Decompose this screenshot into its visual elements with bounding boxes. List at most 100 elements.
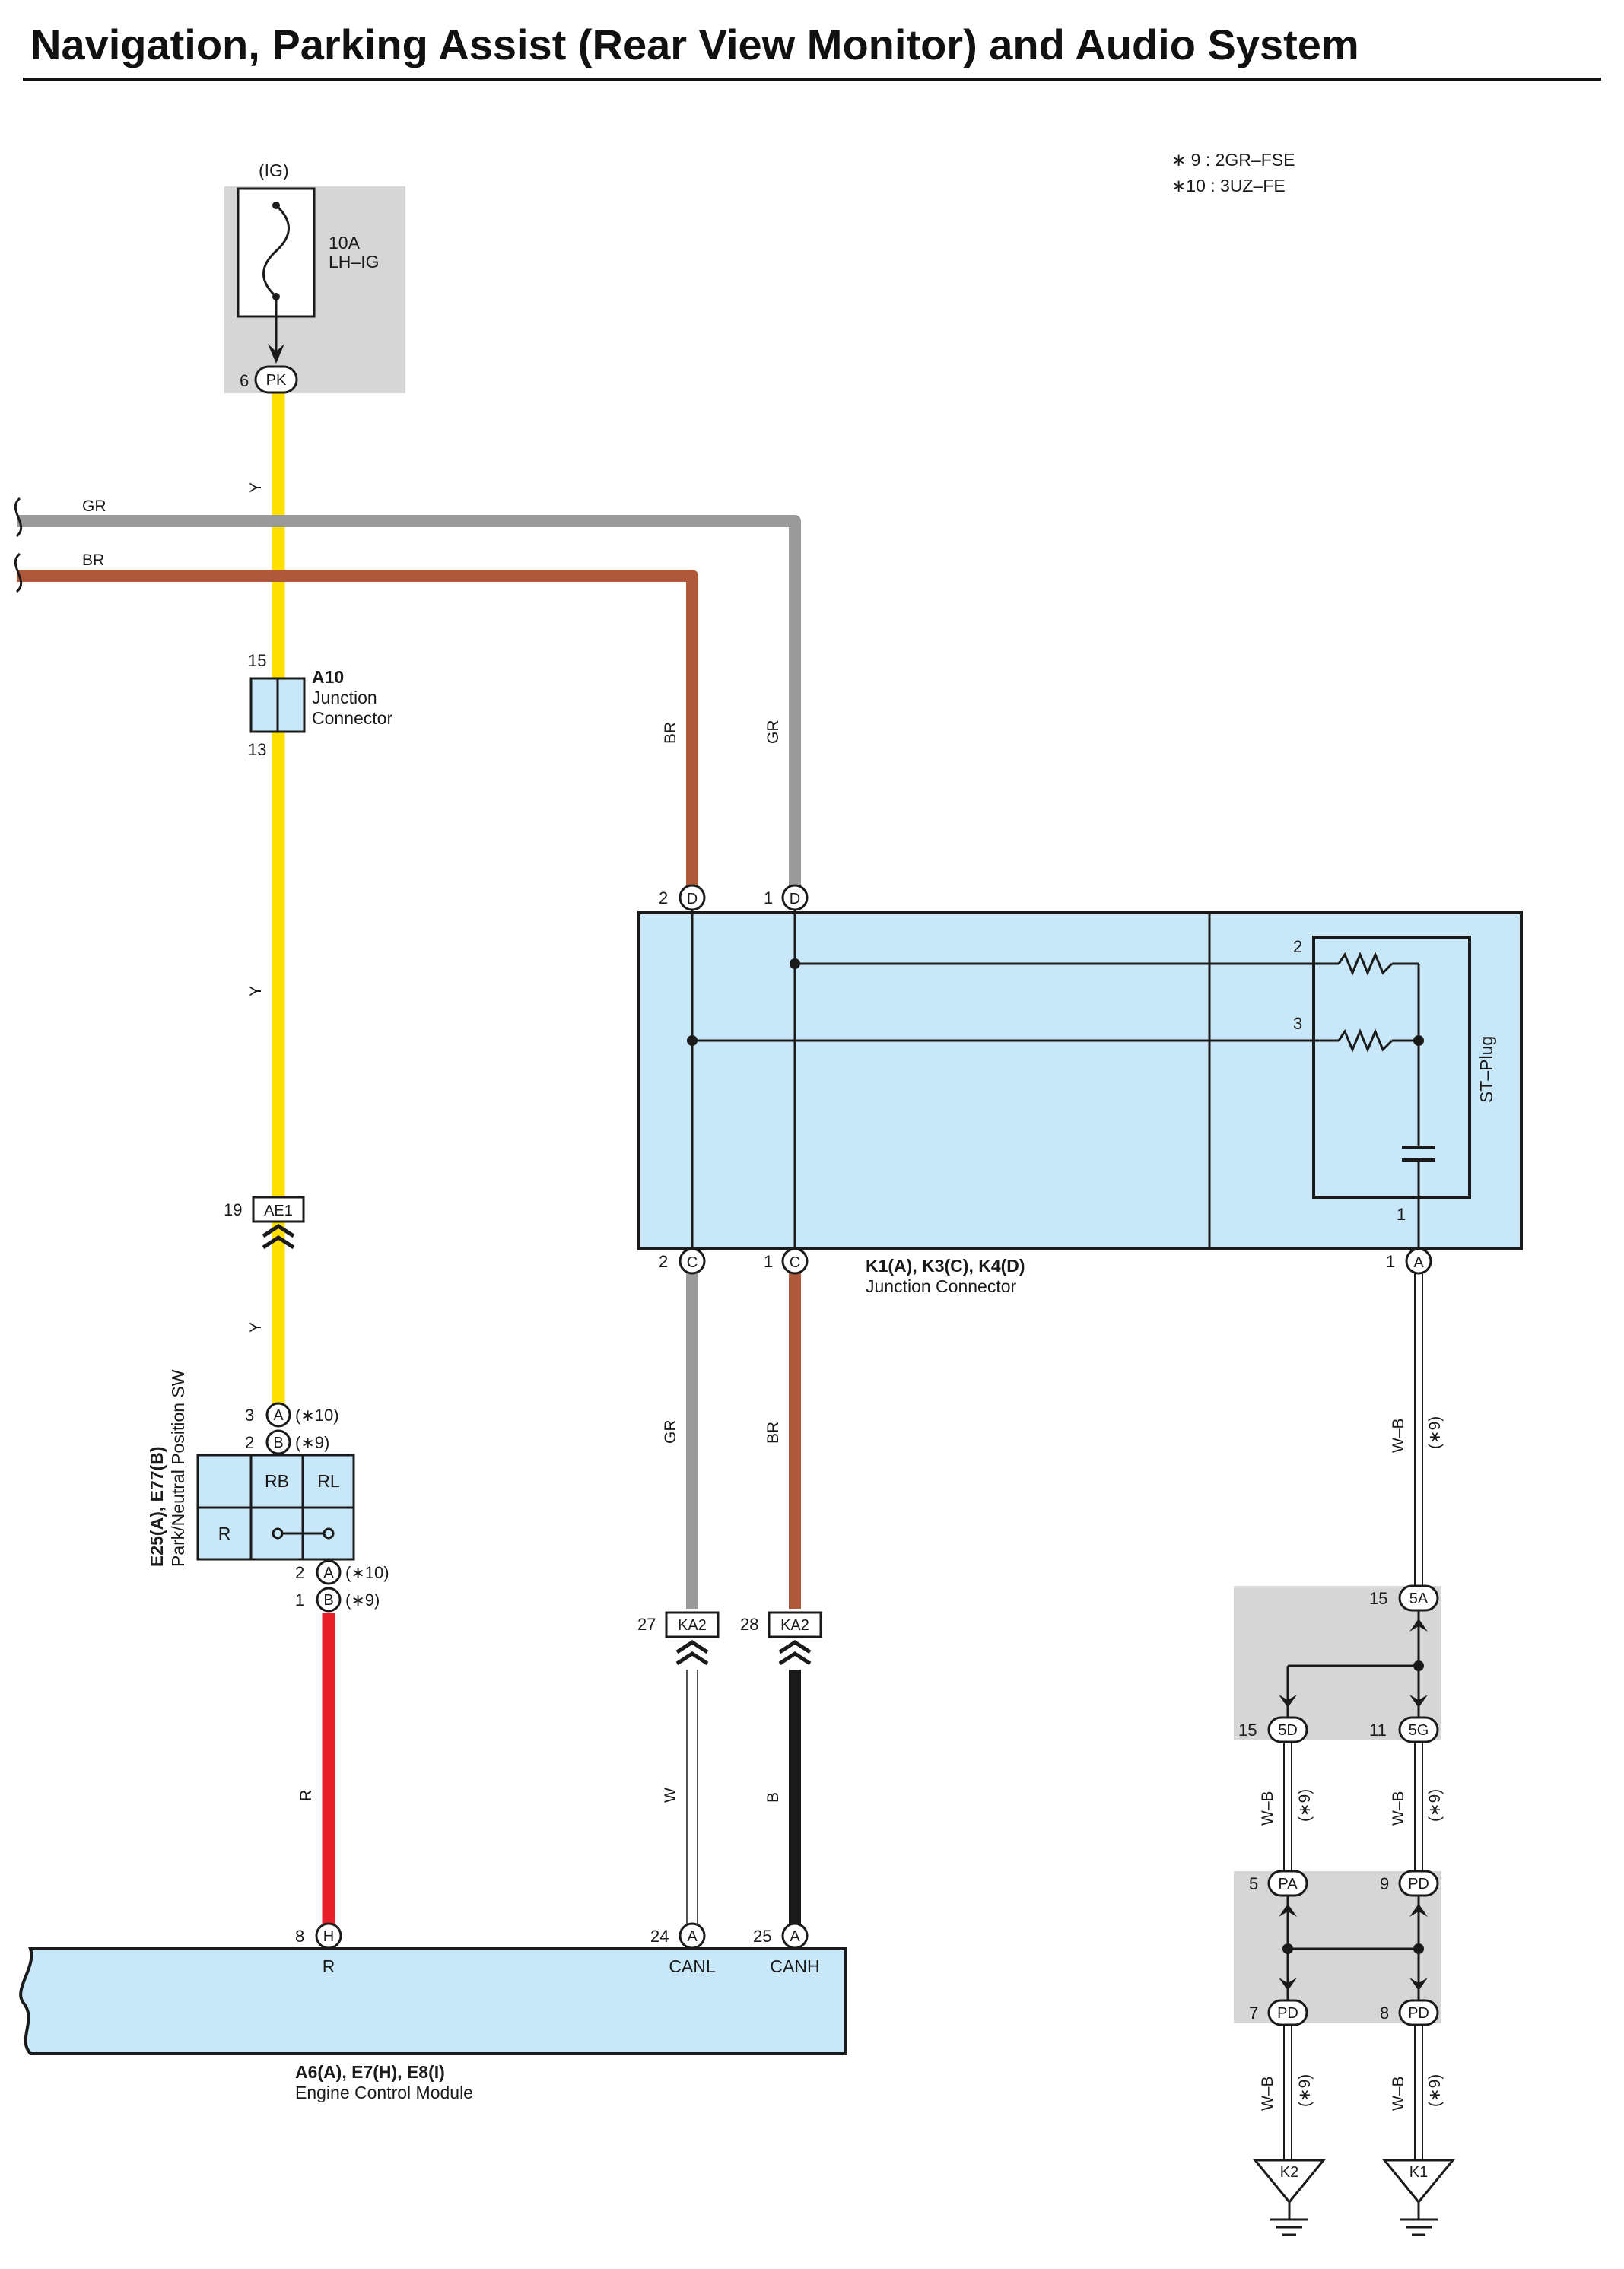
ka2-right-label: KA2 — [780, 1617, 809, 1634]
pnp-title: E25(A), E77(B) — [147, 1447, 167, 1567]
jb-connector-pd9 — [1398, 1870, 1439, 1897]
cap-pin-1: 1 — [1397, 1205, 1406, 1224]
pnp-top1-conn: A — [273, 1407, 284, 1424]
wire-label-wb1: W–B — [1390, 1418, 1407, 1453]
jc-connector-c2 — [679, 1247, 706, 1275]
ground-k2-label: K2 — [1280, 2164, 1298, 2181]
wire-gr-top — [17, 515, 801, 886]
jc-pin-a1: 1 — [1386, 1252, 1395, 1271]
wire-label-wb4: W–B — [1259, 2076, 1276, 2111]
fuse-arrow-icon — [268, 344, 284, 364]
ground-k1-icon — [1381, 2159, 1456, 2204]
wire-label-wb1-note: (∗9) — [1426, 1416, 1444, 1449]
junction-block-lower — [1234, 1871, 1441, 2023]
pnp-top2-conn: B — [273, 1435, 283, 1451]
ecm-pin-canh: 25 — [753, 1927, 771, 1946]
jb-junction-dots — [1282, 1660, 1424, 1954]
wire-label-r: R — [297, 1790, 315, 1801]
jb-connector-5a-label: 5A — [1409, 1591, 1429, 1607]
ecm-connector-canh-label: A — [790, 1928, 800, 1945]
pnp-subtitle: Park/Neutral Position SW — [168, 1369, 188, 1567]
pnp-top2-note: (∗9) — [295, 1433, 329, 1452]
a10-pin-bottom: 13 — [248, 740, 266, 759]
ecm-body — [19, 1947, 847, 2055]
st-plug-label: ST–Plug — [1476, 1036, 1496, 1103]
wire-label-wb5: W–B — [1390, 2076, 1407, 2111]
resistor-icons — [1337, 952, 1394, 1053]
wire-label-wb4-note: (∗9) — [1296, 2074, 1314, 2107]
pnp-bot1-connector — [316, 1559, 342, 1585]
pnp-top1-pin: 3 — [245, 1406, 254, 1425]
a10-title: A10 — [312, 667, 344, 687]
ground-k1-label: K1 — [1409, 2164, 1428, 2181]
fuse-connector — [254, 365, 298, 394]
jc-connector-c2-label: C — [687, 1254, 698, 1271]
fuse-rating: 10A — [329, 233, 361, 253]
fuse-supply: (IG) — [259, 160, 289, 180]
jc-pin-c1: 1 — [764, 1252, 773, 1271]
ecm-title: A6(A), E7(H), E8(I) — [295, 2062, 445, 2082]
jb-connector-pd9-label: PD — [1408, 1876, 1429, 1892]
jb-connector-pd8-label: PD — [1408, 2005, 1429, 2022]
wire-label-gr-mid: GR — [662, 1420, 679, 1444]
jb-connector-pd7 — [1267, 1999, 1308, 2026]
wire-wb-group — [1283, 1272, 1423, 2160]
fuse-connector-label: PK — [266, 372, 287, 389]
wire-label-wb5-note: (∗9) — [1426, 2074, 1444, 2107]
wire-label-wb3-note: (∗9) — [1426, 1789, 1444, 1822]
wire-label-wb3: W–B — [1390, 1791, 1407, 1826]
ka2-left-connector — [665, 1611, 720, 1638]
a10-line2: Connector — [312, 708, 392, 728]
fuse-name: LH–IG — [329, 252, 379, 272]
jc-connector-d1-label: D — [790, 891, 800, 907]
pnp-bot1-note: (∗10) — [345, 1563, 389, 1582]
jc-connector-c1-label: C — [790, 1254, 800, 1271]
jb-pin-7: 7 — [1249, 2004, 1258, 2023]
jb-connector-5g — [1398, 1716, 1439, 1743]
wire-label-wb2: W–B — [1259, 1791, 1276, 1826]
ecm-label-r: R — [323, 1956, 335, 1976]
fuse-pin: 6 — [240, 371, 249, 390]
pnp-top1-note: (∗10) — [295, 1406, 339, 1425]
ae1-chevron-icon — [262, 1224, 295, 1250]
junction-block-upper — [1234, 1586, 1441, 1740]
jc-connector-d2 — [679, 884, 706, 911]
wire-break-mark — [14, 497, 23, 593]
jb-pin-5: 5 — [1249, 1874, 1258, 1893]
ecm-subtitle: Engine Control Module — [295, 2083, 473, 2102]
jb-connector-pa — [1267, 1870, 1308, 1897]
ae1-pin: 19 — [224, 1200, 242, 1219]
pnp-r: R — [218, 1524, 231, 1543]
pnp-top2-connector — [265, 1429, 291, 1455]
ka2-right-chevron-icon — [778, 1640, 812, 1666]
note-9: ∗ 9 : 2GR–FSE — [1171, 150, 1295, 170]
jc-subtitle: Junction Connector — [866, 1276, 1017, 1296]
ground-k2-icon — [1252, 2159, 1327, 2204]
jc-connector-d1 — [781, 884, 809, 911]
ground-k2-symbol-icon — [1270, 2202, 1308, 2236]
jb-connector-pd8 — [1398, 1999, 1439, 2026]
pnp-top2-pin: 2 — [245, 1433, 254, 1452]
jc-title: K1(A), K3(C), K4(D) — [866, 1256, 1025, 1276]
wire-label-b: B — [764, 1792, 782, 1803]
pnp-rl: RL — [317, 1471, 340, 1491]
pnp-bot2-connector — [316, 1587, 342, 1613]
jc-connector-a1 — [1405, 1247, 1432, 1275]
jc-connector-d2-label: D — [687, 891, 698, 907]
wire-label-br-top: BR — [82, 551, 104, 569]
jb-connector-pd7-label: PD — [1277, 2005, 1298, 2022]
ka2-left-label: KA2 — [678, 1617, 707, 1634]
pnp-bot1-pin: 2 — [295, 1563, 304, 1582]
pnp-switch-contact-icon — [272, 1527, 335, 1540]
pnp-rb: RB — [265, 1471, 289, 1491]
wire-label-gr-top: GR — [82, 497, 106, 515]
ka2-left-pin: 27 — [637, 1615, 656, 1634]
fuse-icon — [262, 204, 290, 298]
jb-connector-pa-label: PA — [1278, 1876, 1298, 1892]
jb-connector-5d-label: 5D — [1278, 1722, 1298, 1739]
wire-label-wb2-note: (∗9) — [1296, 1789, 1314, 1822]
wire-label-br-mid: BR — [764, 1422, 782, 1444]
st-plug-box — [1312, 936, 1471, 1199]
ae1-connector-label: AE1 — [264, 1203, 293, 1219]
